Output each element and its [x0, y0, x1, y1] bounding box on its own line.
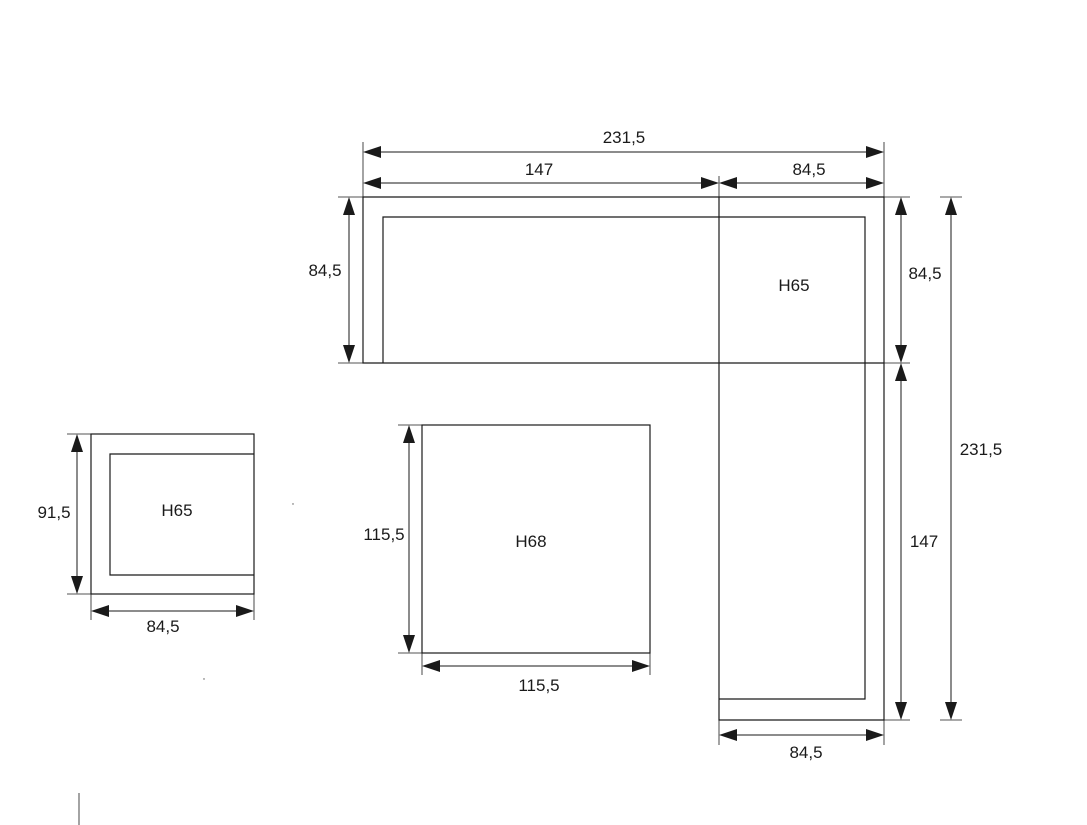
- sectional-overall-width-label: 231,5: [603, 128, 646, 147]
- dim-sectional-overall-width: 231,5: [362, 128, 885, 197]
- sectional-bottom-width-label: 84,5: [789, 743, 822, 762]
- stray-dot: [292, 503, 294, 505]
- dim-table-width: 115,5: [421, 653, 651, 695]
- dim-sectional-right-long: 147: [895, 363, 938, 720]
- stray-dot: [203, 678, 205, 680]
- ottoman-label: H65: [161, 501, 192, 520]
- sectional-top-depth-label: 84,5: [308, 261, 341, 280]
- sectional-sofa: H65: [362, 196, 885, 721]
- coffee-table: H68: [421, 424, 651, 654]
- coffee-table-label: H68: [515, 532, 546, 551]
- dim-sectional-bottom-width: 84,5: [718, 720, 885, 762]
- sectional-right-corner-label: 84,5: [908, 264, 941, 283]
- dim-sectional-top-depth: 84,5: [308, 196, 363, 364]
- sectional-backrest: [382, 216, 866, 700]
- dim-sectional-top-corner: 84,5: [719, 160, 884, 189]
- dim-sectional-right-corner: 84,5: [884, 196, 942, 721]
- table-height-label: 115,5: [363, 525, 404, 544]
- sectional-corner-label: H65: [778, 276, 809, 295]
- sectional-overall-length-label: 231,5: [960, 440, 1003, 459]
- ottoman-inner: [109, 453, 254, 576]
- sectional-right-long-label: 147: [910, 532, 938, 551]
- dim-table-height: 115,5: [363, 424, 422, 654]
- sectional-top-long-label: 147: [525, 160, 553, 179]
- ottoman-width-label: 84,5: [146, 617, 179, 636]
- dim-ottoman-height: 91,5: [37, 433, 91, 595]
- sectional-top-corner-label: 84,5: [792, 160, 825, 179]
- dim-sectional-top-long: 147: [363, 160, 720, 197]
- table-width-label: 115,5: [518, 676, 559, 695]
- dim-ottoman-width: 84,5: [90, 594, 255, 636]
- coffee-table-outline: [421, 424, 651, 654]
- ottoman-outline: [90, 433, 255, 595]
- ottoman-height-label: 91,5: [37, 503, 70, 522]
- ottoman: H65: [90, 433, 255, 595]
- dim-sectional-overall-length: 231,5: [940, 196, 1003, 721]
